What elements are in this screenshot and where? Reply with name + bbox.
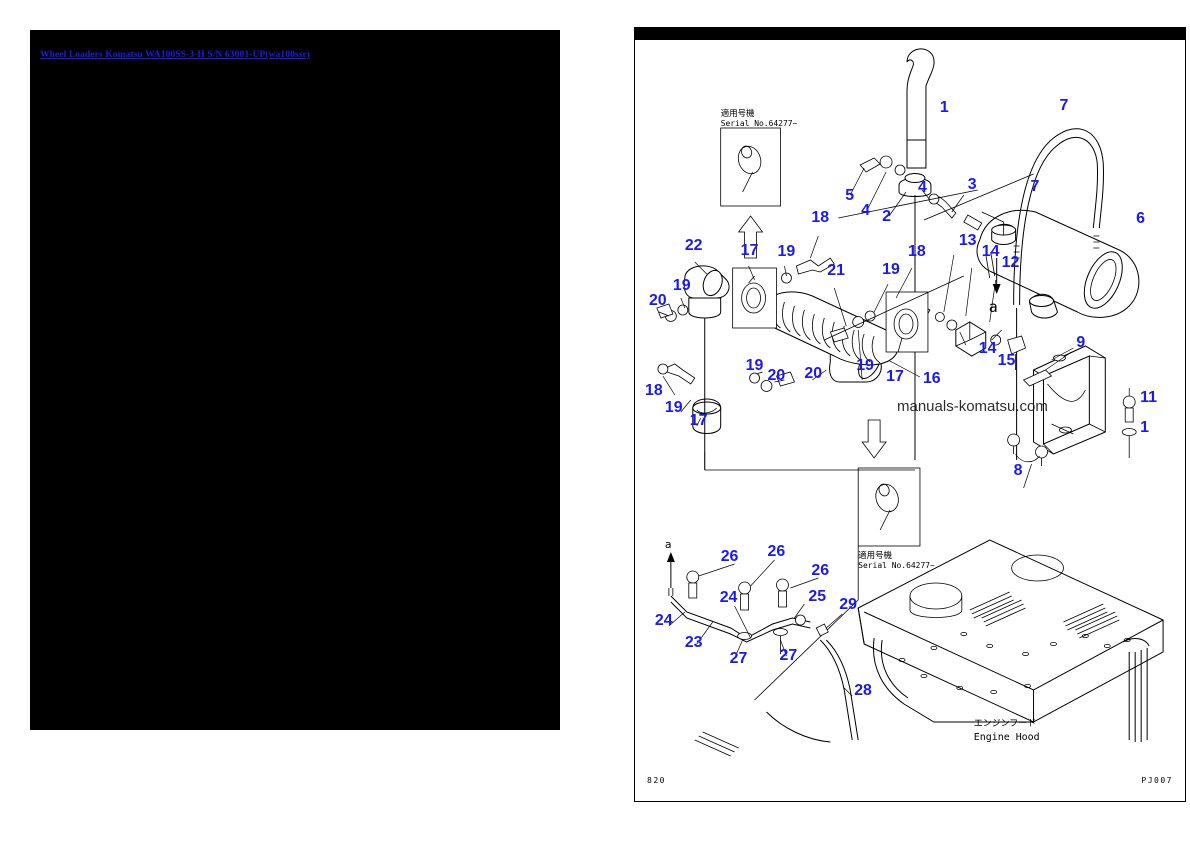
callout-number: 23 <box>685 634 703 651</box>
engine-hood-illustration <box>694 539 1164 757</box>
site-watermark: manuals-komatsu.com <box>897 398 1048 415</box>
fasteners-18-19-20 <box>656 235 913 427</box>
callout-number: 16 <box>923 370 941 387</box>
callout-number: 15 <box>998 352 1016 369</box>
callout-number: 4 <box>861 202 870 219</box>
callout-number: 19 <box>777 243 795 260</box>
callout-number: 6 <box>1136 210 1145 227</box>
callout-number: 21 <box>827 262 845 279</box>
bracket-part-9 <box>1022 345 1137 458</box>
callout-number: 1 <box>1140 419 1149 436</box>
callout-number: 20 <box>804 365 822 382</box>
callout-number: 17 <box>741 242 759 259</box>
fasteners-part-8 <box>1007 433 1048 489</box>
hood-label-en: Engine Hood <box>974 732 1040 743</box>
hood-label-jp: エンジンフード <box>974 719 1036 729</box>
frame-top-bar <box>635 28 1185 40</box>
callout-number: 4 <box>918 179 927 196</box>
callout-number: 26 <box>721 548 739 565</box>
inset-box-bottom <box>857 419 921 547</box>
callout-number: 27 <box>779 647 797 664</box>
callout-number: 18 <box>908 243 926 260</box>
corner-code-right: PJ007 <box>1141 776 1173 785</box>
callout-number: 29 <box>839 596 857 613</box>
callout-number: 19 <box>665 399 683 416</box>
inset-box-top <box>720 127 781 259</box>
callout-number: 24 <box>720 589 738 606</box>
diagram-canvas: 適用号機 Serial No.64277~ <box>635 40 1185 803</box>
callout-number: 1 <box>940 99 949 116</box>
parts-diagram-frame: 適用号機 Serial No.64277~ <box>634 27 1186 802</box>
exhaust-assembly-illustration: 適用号機 Serial No.64277~ <box>645 48 1164 757</box>
callout-number: 14 <box>979 340 997 357</box>
callout-number: 24 <box>655 612 673 629</box>
callout-number: 17 <box>690 412 708 429</box>
left-black-panel <box>30 30 560 730</box>
muffler-part-6 <box>963 209 1140 319</box>
inset-top-label-en: Serial No.64277~ <box>721 119 798 128</box>
callout-number: 20 <box>768 367 786 384</box>
callout-number: 3 <box>968 176 977 193</box>
inset-top-label-jp: 適用号機 <box>721 108 755 118</box>
flex-tube-part-21 <box>763 291 899 366</box>
linkage-rods: a <box>665 538 859 741</box>
callout-number: 27 <box>730 650 748 667</box>
callout-number: 26 <box>768 543 786 560</box>
callout-number: 22 <box>685 237 703 254</box>
callout-number: 26 <box>811 562 829 579</box>
callout-number: 18 <box>811 209 829 226</box>
fasteners-3-4-5 <box>849 155 965 219</box>
callout-number: 20 <box>649 292 667 309</box>
callout-number: 5 <box>845 187 854 204</box>
marker-label-a-2: a <box>665 538 672 551</box>
callout-number: 28 <box>854 682 872 699</box>
callout-number: 11 <box>1140 389 1157 406</box>
callout-number: 19 <box>856 357 874 374</box>
callout-number: 13 <box>959 232 977 249</box>
callout-number: 19 <box>882 261 900 278</box>
callout-number: 18 <box>645 382 663 399</box>
inset-bottom-label-en: Serial No.64277~ <box>858 561 935 570</box>
callout-number: 2 <box>882 208 891 225</box>
callout-number: 17 <box>886 368 904 385</box>
callout-number: 7 <box>1031 178 1040 195</box>
callout-number: 14 <box>982 243 1000 260</box>
callout-number: 9 <box>1076 334 1085 351</box>
callout-number: 19 <box>673 277 691 294</box>
inset-bottom-label-jp: 適用号機 <box>858 550 892 560</box>
page-title-link[interactable]: Wheel Loaders Komatsu WA100SS-3-H S/N 63… <box>40 50 311 60</box>
callout-number: 25 <box>808 588 826 605</box>
callout-number: 19 <box>746 357 764 374</box>
marker-label-a: a <box>989 298 998 316</box>
callout-number: 7 <box>1059 97 1068 114</box>
callout-number: 8 <box>1014 462 1023 479</box>
neck-part-22 <box>683 265 730 470</box>
exhaust-stack-part-1 <box>906 48 935 169</box>
callout-number: 12 <box>1002 254 1020 271</box>
clamp-parts-17 <box>692 267 929 434</box>
corner-code-left: 820 <box>647 776 666 785</box>
